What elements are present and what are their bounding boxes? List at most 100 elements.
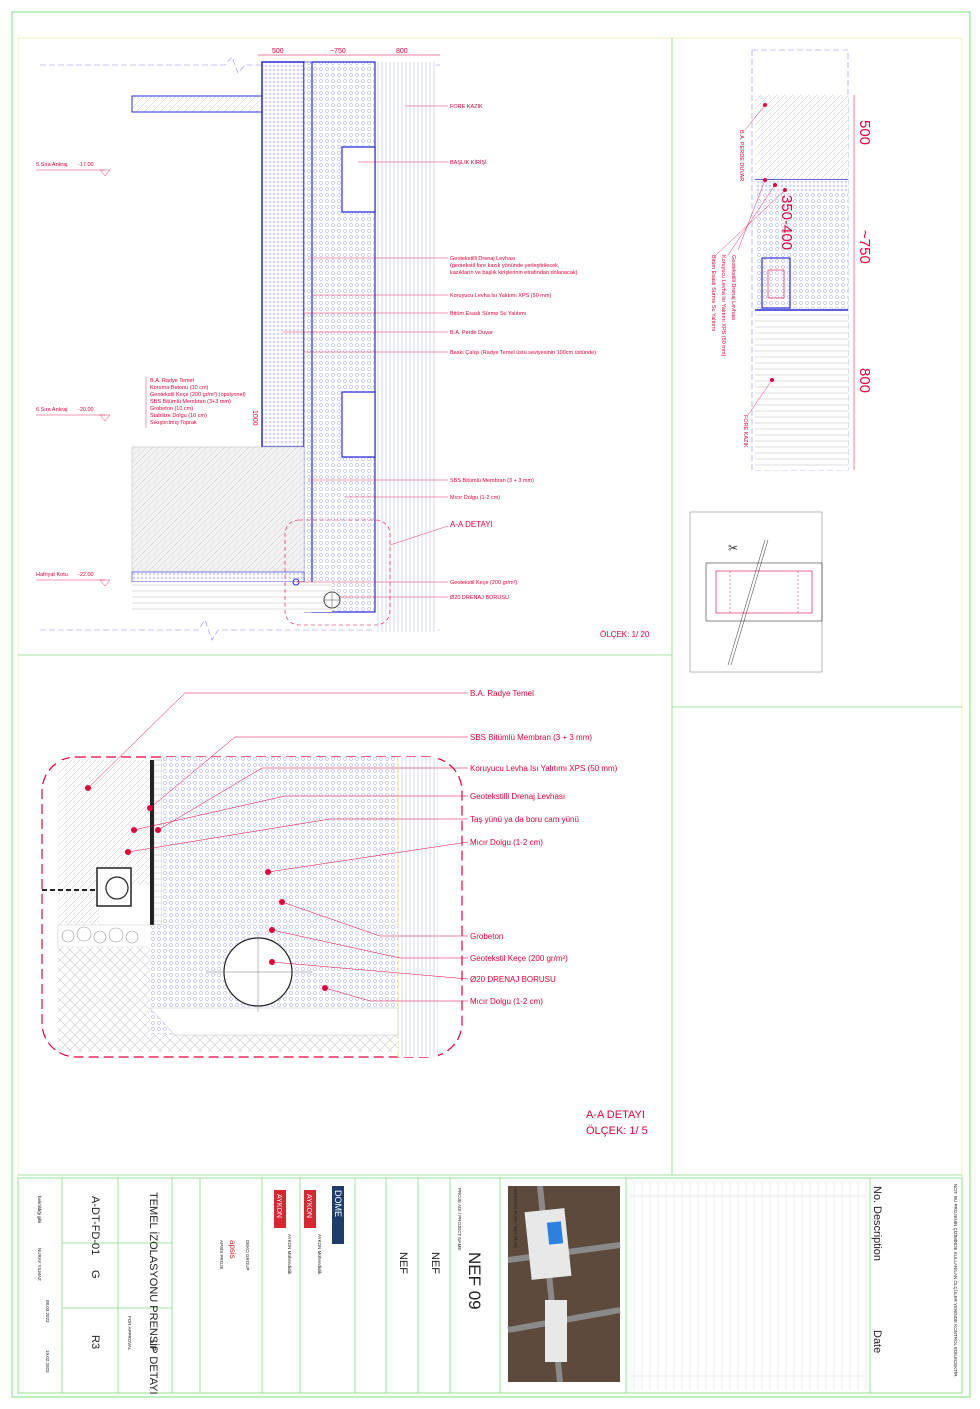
plan-detail: 500 350-400 ~750 800 B.A. PERDE DUVAR Ge… (710, 49, 873, 471)
left-label-3: SBS Bitümlü Membran (3+3 mm) (150, 399, 231, 405)
company-4: APSİS PROJE (219, 1240, 225, 1270)
plan-fore-kazik (755, 312, 848, 470)
plan-dim-3: 800 (856, 368, 873, 393)
title-block: No. Description Date NOT: BU PROJENİN Çİ… (17, 1177, 963, 1395)
date-2: 19.02.2023 (45, 1350, 50, 1373)
scissors-icon: ✂ (728, 541, 738, 555)
owner: NEF (429, 1252, 441, 1274)
apsis-logo: apsis (228, 1240, 237, 1259)
detail-label-2: Koruyucu Levha Isı Yalıtımı XPS (50 mm) (470, 764, 618, 773)
plan-dim-2: ~750 (856, 230, 873, 264)
left-label-2: Geotekstil Keçe (200 gr/m²) (opsiyonel) (150, 392, 246, 398)
scale-label: belirtildiği gibi (37, 1196, 42, 1223)
detail-radye (58, 760, 150, 885)
detail-aa-scale-5: B.A. Radye Temel SBS Bitümlü Membran (3 … (41, 689, 648, 1137)
date-1: 08.03.2023 (45, 1300, 50, 1323)
dim-vertical: 1000 (251, 410, 258, 426)
drawn-by: NURAY YILMAZ (37, 1248, 42, 1281)
right-labels (283, 105, 448, 598)
rev-date-header: Date (871, 1330, 883, 1353)
right-label-8: Baskı Çalışı (Radye Temel üstü seviyesin… (450, 350, 596, 356)
rev-no-header: No. (871, 1186, 883, 1203)
plan-perde-duvar (755, 95, 848, 180)
ba-perde-duvar (261, 61, 305, 448)
detail-label-3: Geotekstilli Drenaj Levhası (470, 792, 565, 801)
fore-kazik (375, 62, 435, 632)
right-label-3: (geotekstil fore kazık yönünde yerleştir… (450, 263, 560, 269)
company-3: DEKO GROUP (245, 1240, 250, 1271)
left-label-0: B.A. Radye Temel (150, 378, 194, 384)
section-aa-scale-20: 500 ~750 800 5.Sıra Ankraj -17.00 6.Sıra… (36, 48, 650, 641)
aykon-logo-2 (274, 1190, 286, 1228)
rev-desc-header: Description (871, 1206, 883, 1261)
detail-label-7: Geotekstil Keçe (200 gr/m²) (470, 954, 568, 963)
plan-label-4: FORE KAZIK (742, 415, 748, 448)
drawing-no: A-DT-FD-01 (89, 1196, 101, 1255)
level-3-label: Hafriyat Kotu (36, 572, 68, 578)
detail-label-9: Mıcır Dolgu (1-2 cm) (470, 997, 543, 1006)
detail-label-8: Ø20 DRENAJ BORUSU (470, 975, 556, 984)
left-label-4: Grobeton (10 cm) (150, 406, 193, 412)
aykon-logo-2-text: AYKON (275, 1194, 282, 1218)
right-label-0: FORE KAZIK (450, 104, 483, 110)
plan-label-1: Geotekstilli Drenaj Levhası (730, 255, 736, 320)
status-code: G (89, 1270, 101, 1279)
aykon-logo-1 (304, 1190, 316, 1228)
phase: UP (148, 1340, 157, 1351)
plan-dim-1: 350-400 (778, 195, 795, 250)
detail-label-1: SBS Bitümlü Membran (3 + 3 mm) (470, 733, 592, 742)
dome-logo-text: DOME (333, 1190, 343, 1217)
left-label-1: Koruma Betonu (10 cm) (150, 385, 209, 391)
status-label: FOR APPROVAL (127, 1316, 132, 1351)
level-1-value: -17.00 (78, 162, 94, 168)
level-1-label: 5.Sıra Ankraj (36, 162, 68, 168)
right-label-12: Ø20 DRENAJ BORUSU (450, 595, 509, 601)
plan-label-3: Bitüm Esaslı Sürme Su Yalıtımı (710, 255, 716, 331)
level-2-value: -20.00 (78, 407, 94, 413)
detail-label-4: Taş yünü ya da boru cam yünü (470, 815, 579, 824)
company-2: AYKON Mühendislik (287, 1234, 292, 1275)
sheet-border (11, 11, 971, 1398)
right-label-7: B.A. Perde Duvar (450, 330, 493, 336)
plan-dim-0: 500 (856, 120, 873, 145)
plan-label-0: B.A. PERDE DUVAR (738, 130, 744, 181)
radye-temel (131, 446, 305, 573)
dim-top-2: ~750 (330, 48, 346, 55)
dim-top-1: 500 (272, 48, 284, 55)
dim-top-3: 800 (396, 48, 408, 55)
revision: R3 (89, 1335, 101, 1349)
right-label-5: Koruyucu Levha Isı Yalıtımı XPS (50 mm) (450, 293, 551, 299)
level-3-value: -22.00 (78, 572, 94, 578)
note-text: BU PROJENİN ÇİZİMİNDE KULLANILAN ÖLÇÜLER… (953, 1196, 959, 1378)
detail-title: A-A DETAYI (586, 1109, 645, 1121)
level-2-label: 6.Sıra Ankraj (36, 407, 68, 413)
drawing-title: TEMEL İZOLASYONU PRENSİP DETAYI (147, 1192, 160, 1395)
aykon-logo-1-text: AYKON (305, 1194, 312, 1218)
left-label-6: Sıkıştırılmış Toprak (150, 420, 197, 426)
detail-label-5: Mıcır Dolgu (1-2 cm) (470, 838, 543, 847)
right-label-11: Geotekstil Keçe (200 gr/m²) (450, 580, 517, 586)
detail-callout-title: A-A DETAYI (450, 520, 493, 529)
company-1: AYKON Mühendislik (317, 1234, 322, 1275)
right-label-6: Bitüm Esaslı Sürme Su Yalıtımı (450, 311, 526, 317)
right-label-4: kazıkların ve başlık kirişlerinin etrafı… (450, 270, 578, 276)
dome-logo (332, 1186, 344, 1244)
left-label-5: Stabilize Dolgu (10 cm) (150, 413, 207, 419)
detail-label-6: Grobeton (470, 932, 503, 941)
note-label: NOT: (953, 1184, 958, 1194)
right-label-10: Mıcır Dolgu (1-2 cm) (450, 495, 500, 501)
key-section: ✂ (689, 511, 823, 673)
key-plan-label: ANAHTAR PLAN / KEY PLAN (513, 1188, 518, 1248)
builder: NEF (397, 1252, 409, 1274)
slab (131, 95, 263, 113)
detail-scale: ÖLÇEK: 1/ 5 (586, 1125, 648, 1137)
plan-micir (755, 192, 848, 310)
baslik-kirisi (311, 61, 376, 613)
right-label-2: Geotekstilli Drenaj Levhası (450, 256, 515, 262)
detail-small-pipe (105, 876, 129, 900)
left-labels: B.A. Radye Temel Koruma Betonu (10 cm) G… (145, 377, 246, 428)
detail-label-0: B.A. Radye Temel (470, 689, 534, 698)
right-label-9: SBS Bitümlü Membran (3 + 3 mm) (450, 478, 534, 484)
project-label: PROJE ADI / PROJECT NAME (457, 1188, 462, 1250)
